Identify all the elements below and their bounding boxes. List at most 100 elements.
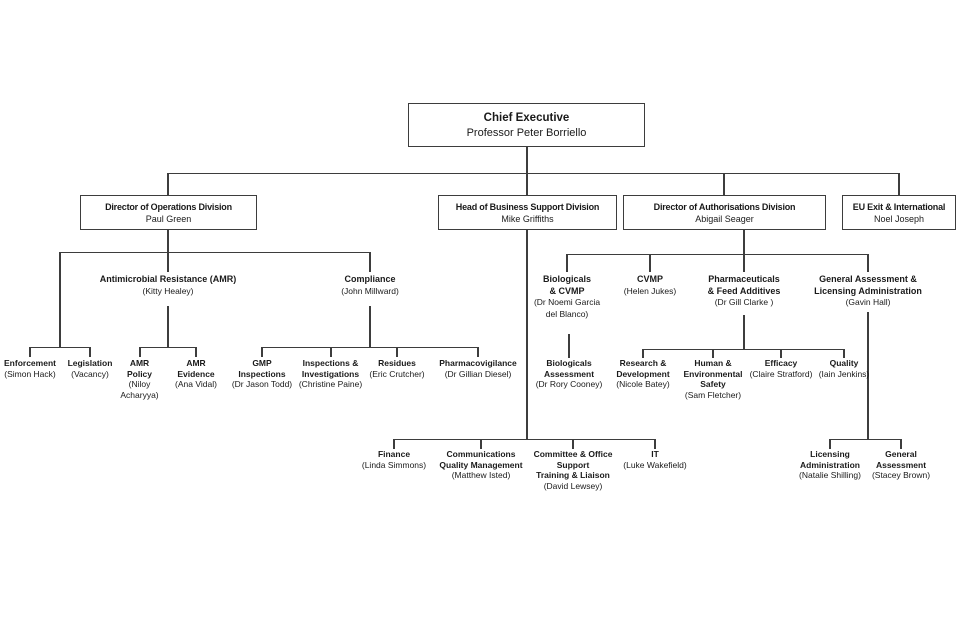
node-name: (Dr Jason Todd) [231,379,293,389]
node-name: (Dr Rory Cooney) [535,379,603,389]
org-node-general-assessment: General Assessment (Stacey Brown) [866,449,936,481]
node-title: Enforcement [4,358,56,368]
connector-line [566,254,568,272]
org-node-finance: Finance (Linda Simmons) [359,449,429,470]
node-name: (Eric Crutcher) [369,368,425,379]
connector-line [369,252,371,272]
org-node-committee-office-support: Committee & Office Support Training & Li… [523,449,623,491]
connector-line [167,173,169,195]
node-title: Communications Quality Management [439,449,523,470]
node-name: (David Lewsey) [543,480,603,491]
node-title: Biologicals Assessment [543,358,595,379]
org-node-amr-evidence: AMR Evidence (Ana Vidal) [168,358,224,390]
node-name: (Matthew Isted) [451,470,511,480]
org-node-pharmacovigilance: Pharmacovigilance (Dr Gillian Diesel) [432,358,524,379]
node-title: Quality [829,358,859,368]
org-node-residues: Residues (Eric Crutcher) [361,358,433,379]
node-name: (Ana Vidal) [175,379,217,389]
connector-line [900,439,902,449]
connector-line [654,439,656,449]
node-name: (Linda Simmons) [361,459,427,470]
org-node-biologicals-assessment: Biologicals Assessment (Dr Rory Cooney) [529,358,609,390]
connector-line [568,334,570,358]
node-title: AMR Policy [126,358,153,379]
org-node-compliance: Compliance (John Millward) [290,274,450,297]
node-title: Residues [378,358,416,368]
node-title: General Assessment & Licensing Administr… [814,274,922,296]
node-title: Inspections & Investigations [301,358,360,379]
connector-line [59,252,61,347]
node-title: Human & Environmental Safety [683,358,743,389]
org-node-efficacy: Efficacy (Claire Stratford) [744,358,818,379]
org-node-biologicals-cvmp: Biologicals & CVMP (Dr Noemi Garcia del … [517,274,617,320]
connector-line [167,230,169,272]
node-title: Committee & Office Support Training & Li… [533,449,613,480]
connector-line [830,438,901,440]
connector-line [643,348,844,350]
org-node-authorisations-division: Director of Authorisations Division Abig… [623,195,826,230]
org-node-research-development: Research & Development (Nicole Batey) [603,358,683,390]
connector-line [394,438,655,440]
node-title: Chief Executive [483,111,570,124]
connector-line [262,346,478,348]
connector-line [30,346,90,348]
connector-line [642,349,644,358]
node-title: General Assessment [875,449,927,470]
node-name: (Dr Gillian Diesel) [444,368,512,379]
org-node-chief-executive: Chief Executive Professor Peter Borriell… [408,103,645,147]
node-title: Finance [377,449,411,459]
node-title: Efficacy [764,358,798,368]
connector-line [330,347,332,357]
node-title: IT [651,449,659,459]
org-node-general-assessment-licensing-admin: General Assessment & Licensing Administr… [793,274,943,309]
node-title: Pharmacovigilance [439,358,517,368]
node-title: Research & Development [616,358,670,379]
org-node-amr: Antimicrobial Resistance (AMR) (Kitty He… [78,274,258,297]
connector-line [526,230,528,439]
connector-line [780,349,782,358]
org-node-gmp-inspections: GMP Inspections (Dr Jason Todd) [225,358,299,390]
connector-line [480,439,482,449]
node-title: Antimicrobial Resistance (AMR) [99,274,237,284]
connector-line [743,315,745,349]
node-title: Pharmaceuticals & Feed Additives [707,274,781,296]
org-node-quality: Quality (Iain Jenkins) [814,358,874,379]
node-name: (Gavin Hall) [845,297,891,307]
connector-line [393,439,395,449]
connector-line [396,347,398,357]
node-title: AMR Evidence [177,358,215,379]
connector-line [139,347,141,357]
node-name: (Christine Paine) [298,379,363,389]
org-node-human-environmental-safety: Human & Environmental Safety (Sam Fletch… [673,358,753,400]
node-name: (Dr Noemi Garcia del Blanco) [533,297,601,319]
connector-line [712,349,714,358]
node-name: (Sam Fletcher) [684,389,742,400]
connector-line [526,147,528,173]
node-title: Head of Business Support Division [455,201,600,212]
connector-line [29,347,31,357]
node-title: Compliance [344,274,396,284]
node-name: Abigail Seager [695,213,754,224]
node-name: Mike Griffiths [501,213,554,224]
org-node-enforcement: Enforcement (Simon Hack) [0,358,61,379]
node-title: Director of Operations Division [105,201,232,212]
org-node-communications-quality-management: Communications Quality Management (Matth… [431,449,531,481]
connector-line [477,347,479,357]
org-node-it: IT (Luke Wakefield) [620,449,690,470]
node-name: (Niloy Acharyya) [120,379,159,400]
org-node-cvmp: CVMP (Helen Jukes) [605,274,695,297]
node-title: Director of Authorisations Division [653,201,796,212]
node-name: (Natalie Shilling) [799,470,861,480]
node-title: EU Exit & International [852,201,946,212]
node-name: (John Millward) [341,285,399,296]
org-node-legislation: Legislation (Vacancy) [60,358,120,379]
connector-line [195,347,197,357]
connector-line [867,312,869,439]
node-title: CVMP [636,274,663,284]
org-node-operations-division: Director of Operations Division Paul Gre… [80,195,257,230]
connector-line [89,347,91,357]
node-name: (Kitty Healey) [142,285,194,296]
org-node-business-support-division: Head of Business Support Division Mike G… [438,195,617,230]
node-name: (Iain Jenkins) [818,368,870,379]
